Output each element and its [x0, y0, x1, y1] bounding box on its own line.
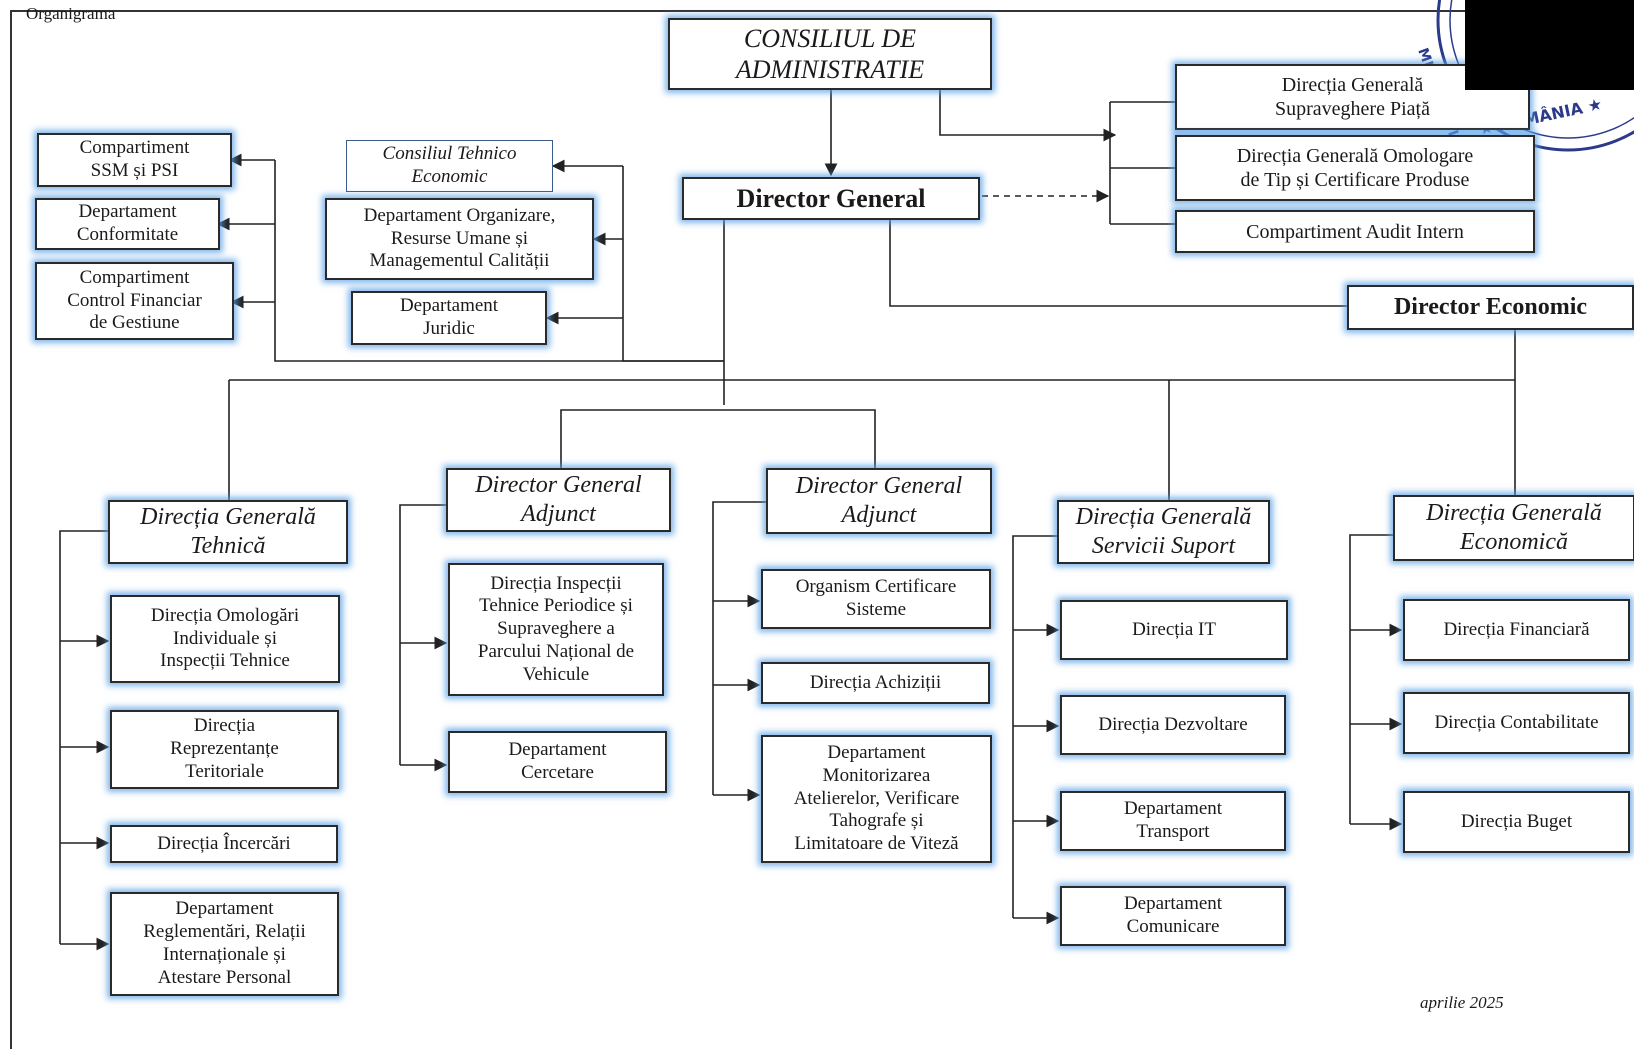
directia-reprezentante-teritoriale: Direcția Reprezentanțe Teritoriale	[110, 710, 339, 789]
document-date: aprilie 2025	[1420, 993, 1504, 1012]
redaction-block	[1465, 0, 1634, 90]
dg-tehnica: Direcția Generală Tehnică	[108, 500, 348, 564]
director-general-adjunct-2: Director General Adjunct	[766, 468, 992, 534]
departament-conformitate: Departament Conformitate	[35, 198, 220, 250]
organism-certificare-sisteme: Organism Certificare Sisteme	[761, 569, 991, 629]
departament-comunicare: Departament Comunicare	[1060, 886, 1286, 946]
compartiment-control-financiar: Compartiment Control Financiar de Gestiu…	[35, 262, 234, 340]
directia-incercari: Direcția Încercări	[110, 825, 338, 863]
departament-reglementari: Departament Reglementări, Relații Intern…	[110, 892, 339, 996]
directia-buget: Direcția Buget	[1403, 791, 1630, 853]
dg-economica: Direcția Generală Economică	[1393, 495, 1634, 561]
consiliul-de-administratie: CONSILIUL DE ADMINISTRATIE	[668, 18, 992, 90]
compartiment-audit-intern: Compartiment Audit Intern	[1175, 210, 1535, 253]
directia-contabilitate: Direcția Contabilitate	[1403, 692, 1630, 754]
departament-monitorizarea-atelierelor: Departament Monitorizarea Atelierelor, V…	[761, 735, 992, 863]
directia-inspectii-tehnice: Direcția Inspecții Tehnice Periodice și …	[448, 563, 664, 696]
diagram-frame: Organigrama	[10, 4, 1634, 1049]
departament-juridic: Departament Juridic	[351, 291, 547, 345]
director-general: Director General	[682, 177, 980, 220]
dg-omologare-tip: Direcția Generală Omologare de Tip și Ce…	[1175, 135, 1535, 201]
consiliul-tehnico-economic: Consiliul Tehnico Economic	[346, 140, 553, 192]
directia-financiara: Direcția Financiară	[1403, 599, 1630, 661]
director-economic: Director Economic	[1347, 285, 1634, 330]
directia-achizitii: Direcția Achiziții	[761, 662, 990, 704]
departament-transport: Departament Transport	[1060, 791, 1286, 851]
dg-supraveghere-piata: Direcția Generală Supraveghere Piață	[1175, 64, 1530, 130]
page-label: Organigrama	[26, 4, 116, 23]
departament-organizare-ru: Departament Organizare, Resurse Umane și…	[325, 198, 594, 280]
compartiment-ssm-psi: Compartiment SSM și PSI	[37, 133, 232, 187]
departament-cercetare: Departament Cercetare	[448, 731, 667, 793]
dg-servicii-suport: Direcția Generală Servicii Suport	[1057, 500, 1270, 564]
directia-dezvoltare: Direcția Dezvoltare	[1060, 695, 1286, 755]
directia-it: Direcția IT	[1060, 600, 1288, 660]
directia-omologari-individuale: Direcția Omologări Individuale și Inspec…	[110, 595, 340, 683]
director-general-adjunct-1: Director General Adjunct	[446, 468, 671, 532]
